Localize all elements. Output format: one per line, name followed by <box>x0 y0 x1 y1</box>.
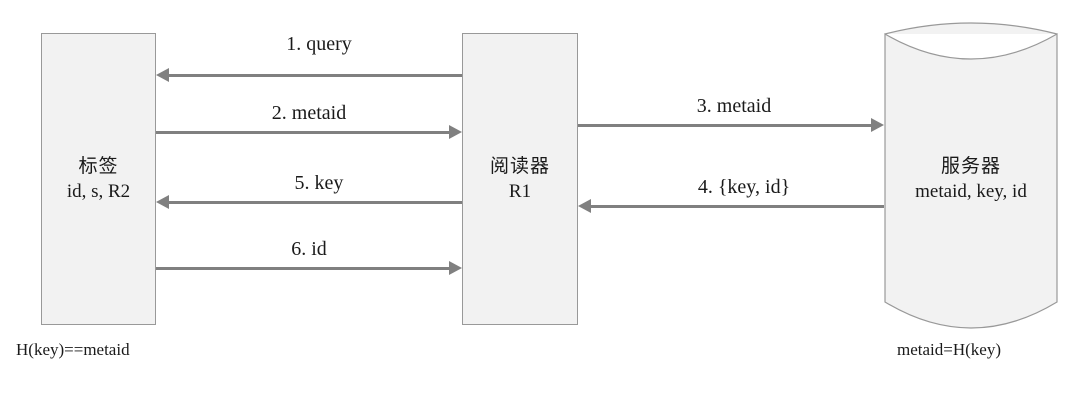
edge-label-message-4: 4. {key, id} <box>697 176 791 198</box>
edge-label-message-5: 5. key <box>294 172 344 194</box>
edge-label-message-3: 3. metaid <box>696 95 772 117</box>
connector-message-5 <box>169 201 462 204</box>
arrowhead-message-4 <box>578 199 591 213</box>
arrowhead-message-1 <box>156 68 169 82</box>
connector-message-6 <box>156 267 449 270</box>
arrowhead-message-5 <box>156 195 169 209</box>
edge-label-message-6: 6. id <box>291 238 327 260</box>
edge-label-message-2: 2. metaid <box>271 102 347 124</box>
arrowhead-message-6 <box>449 261 462 275</box>
connector-message-1 <box>169 74 462 77</box>
annotation-server-side: metaid=H(key) <box>897 340 1001 359</box>
cylinder-shape <box>884 22 1058 329</box>
node-reader-detail: R1 <box>508 181 532 202</box>
connector-message-4 <box>591 205 884 208</box>
node-reader[interactable]: 阅读器 R1 <box>462 33 578 325</box>
node-reader-title: 阅读器 <box>489 155 550 177</box>
arrowhead-message-2 <box>449 125 462 139</box>
edge-label-message-1: 1. query <box>286 33 352 55</box>
node-server[interactable]: 服务器 metaid, key, id <box>884 22 1058 336</box>
annotation-tag-side: H(key)==metaid <box>16 340 130 359</box>
node-tag-detail: id, s, R2 <box>66 181 131 202</box>
node-tag[interactable]: 标签 id, s, R2 <box>41 33 156 325</box>
connector-message-3 <box>578 124 871 127</box>
arrowhead-message-3 <box>871 118 884 132</box>
connector-message-2 <box>156 131 449 134</box>
node-tag-title: 标签 <box>78 155 119 177</box>
